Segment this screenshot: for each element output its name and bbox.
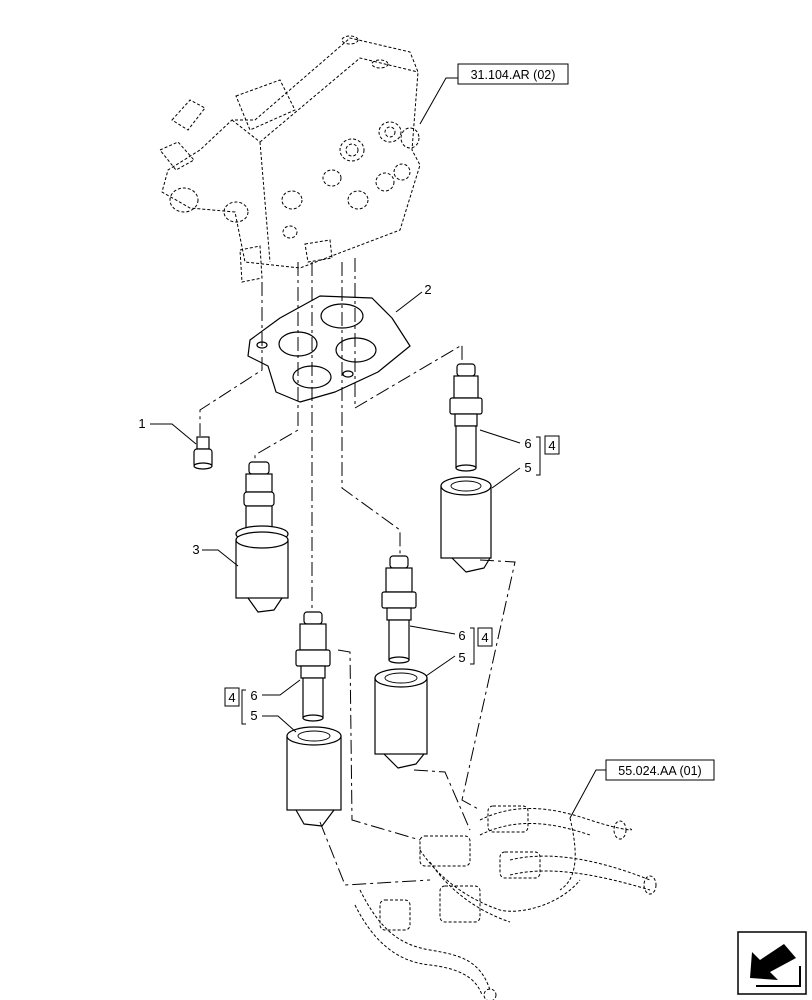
wire-harness — [354, 805, 657, 1000]
spool-valve-middle — [381, 555, 417, 664]
next-page-arrow-icon[interactable] — [737, 931, 807, 995]
reference-valve-block-label: 31.104.AR (02) — [471, 68, 556, 82]
callout-1: 1 — [138, 416, 145, 431]
callout-5-lower: 5 — [250, 708, 257, 723]
reference-harness[interactable]: 55.024.AA (01) — [605, 759, 715, 781]
callout-4-middle: 4 — [481, 630, 488, 645]
solenoid-coil-upper — [440, 476, 492, 573]
callouts: 1 2 3 6 5 4 6 5 4 6 5 4 — [138, 282, 560, 723]
callout-5-middle: 5 — [458, 650, 465, 665]
cap-screw — [193, 436, 213, 470]
spool-valve-upper — [449, 363, 483, 472]
callout-2: 2 — [424, 282, 431, 297]
callout-5-upper: 5 — [524, 460, 531, 475]
reference-harness-label: 55.024.AA (01) — [618, 764, 701, 778]
callout-3: 3 — [192, 542, 199, 557]
reference-valve-block[interactable]: 31.104.AR (02) — [457, 63, 569, 85]
solenoid-coil-middle — [374, 668, 428, 769]
valve-block — [159, 35, 421, 283]
callout-6-middle: 6 — [458, 628, 465, 643]
callout-6-upper: 6 — [524, 436, 531, 451]
callout-4-upper: 4 — [548, 438, 555, 453]
spool-valve-lower — [295, 611, 331, 722]
callout-4-lower: 4 — [228, 690, 235, 705]
solenoid-coil-lower — [286, 726, 342, 827]
assembly-centerlines — [199, 258, 516, 886]
gasket — [247, 295, 411, 403]
leader-lines — [150, 77, 606, 819]
cartridge-valve — [235, 461, 289, 613]
callout-6-lower: 6 — [250, 688, 257, 703]
